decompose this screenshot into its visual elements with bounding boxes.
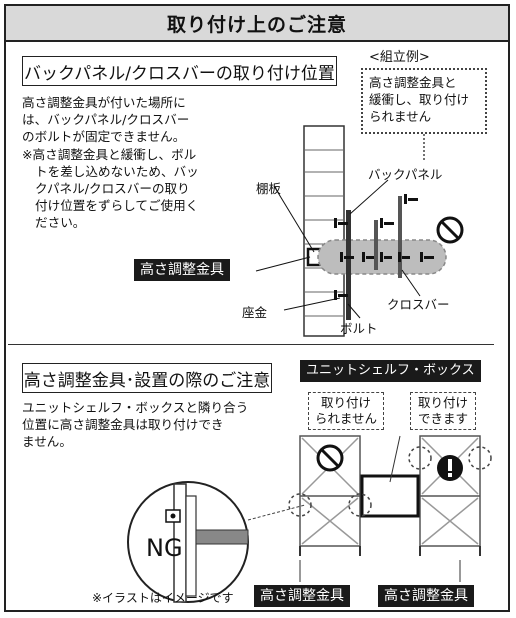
shelf-label: 棚板	[256, 181, 282, 196]
example-note-box: 高さ調整金具と 緩衝し、取り付け られません	[361, 68, 487, 134]
section2-title: 高さ調整金具･設置の際のご注意	[22, 363, 272, 393]
height-adjuster-label: 高さ調整金具	[134, 259, 230, 281]
note-line-5: ださい。	[35, 215, 86, 230]
section2-title-text: 高さ調整金具･設置の際のご注意	[23, 370, 271, 391]
cannot-line-2: られません	[314, 411, 378, 426]
adjuster-highlights	[288, 446, 492, 517]
zoom-shelf	[195, 529, 249, 545]
leader-lines	[255, 179, 421, 319]
example-note-line-1: 高さ調整金具と	[369, 75, 457, 90]
note-line-3: クパネル/クロスバーの取り	[35, 181, 190, 196]
bottom-adjuster-label-2: 高さ調整金具	[378, 585, 474, 607]
exclamation-icon	[437, 455, 463, 481]
section1-title-text: バックパネル/クロスバーの取り付け位置	[24, 63, 335, 84]
bolts	[334, 194, 434, 300]
unit-box	[360, 474, 420, 518]
cannot-line-1: 取り付け	[320, 395, 371, 410]
illustration-note: ※イラストはイメージです	[92, 591, 234, 605]
washer-label: 座金	[242, 305, 268, 320]
section1-title: バックパネル/クロスバーの取り付け位置	[22, 56, 337, 86]
back-panel-label: バックパネル	[368, 167, 443, 182]
section1-note: ※高さ調整金具と緩衝し、ボル トを差し込めないため、バッ クパネル/クロスバーの…	[22, 146, 199, 231]
ng-label: NG	[146, 534, 183, 562]
section1-body: 高さ調整金具が付いた場所に は、バックパネル/クロスバー のボルトが固定できませ…	[22, 94, 189, 145]
can-line-2: できます	[417, 411, 468, 426]
shelf-feet	[299, 546, 481, 556]
back-panel-bar	[346, 210, 351, 320]
section-divider	[8, 344, 494, 345]
crossbar-label: クロスバー	[387, 297, 450, 312]
page-title: 取り付け上のご注意	[6, 6, 508, 42]
cannot-attach-box: 取り付け られません	[308, 392, 384, 430]
back-panel-rod	[374, 220, 378, 270]
body-line-2: は、バックパネル/クロスバー	[22, 112, 190, 127]
body-line-3: のボルトが固定できません。	[22, 129, 186, 144]
note-line-1: ※高さ調整金具と緩衝し、ボル	[22, 147, 197, 162]
note-line-2: トを差し込めないため、バッ	[35, 164, 199, 179]
section2-body: ユニットシェルフ・ボックスと隣り合う 位置に高さ調整金具は取り付けでき ません。	[22, 399, 248, 450]
can-line-1: 取り付け	[417, 395, 468, 410]
example-note-line-2: 緩衝し、取り付け	[369, 92, 470, 107]
can-attach-box: 取り付け できます	[410, 392, 476, 430]
unit-shelf-box-label: ユニットシェルフ・ボックス	[300, 360, 481, 382]
example-label: <組立例>	[369, 50, 430, 65]
example-note-line-3: られません	[369, 109, 432, 124]
s2-body-line-3: ません。	[22, 434, 72, 449]
prohibited-icon	[436, 216, 464, 244]
crossbar-rod	[398, 196, 402, 278]
notice-frame: 取り付け上のご注意	[4, 4, 510, 612]
zoom-post-2	[185, 495, 197, 597]
s2-body-line-2: 位置に高さ調整金具は取り付けでき	[22, 417, 224, 432]
bolt-label: ボルト	[340, 321, 378, 336]
zoom-connector	[247, 504, 306, 521]
s2-body-line-1: ユニットシェルフ・ボックスと隣り合う	[22, 400, 249, 415]
body-line-1: 高さ調整金具が付いた場所に	[22, 95, 186, 110]
unit-leader	[389, 435, 401, 483]
bottom-adjuster-label-1: 高さ調整金具	[254, 585, 350, 607]
note-line-4: 付け位置をずらしてご使用く	[35, 198, 199, 213]
prohibited-icon-2	[316, 444, 344, 472]
